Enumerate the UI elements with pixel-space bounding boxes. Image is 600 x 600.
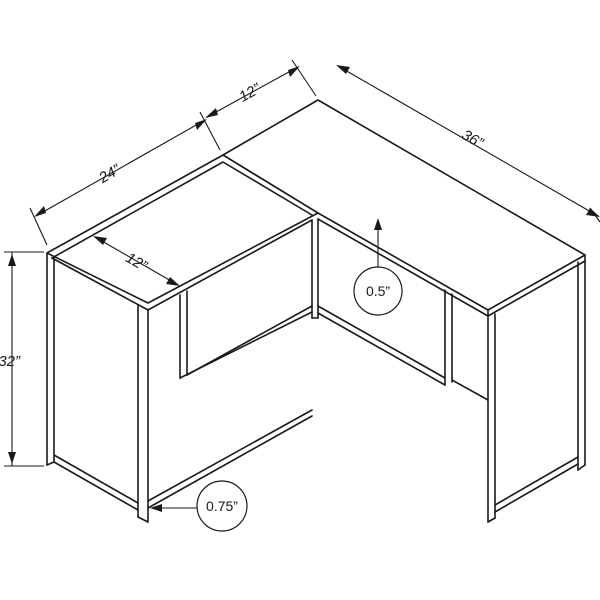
dimension-lines [4,59,600,512]
callout-circle-top-thickness [353,266,403,316]
dim-36-label: 36” [459,126,487,152]
dim-24-ext-left [29,207,48,246]
center-bottom-rail-left [147,409,313,502]
dim-075-arrow [150,504,162,512]
dim-32-arrow-top [8,254,16,266]
callout-circles [196,266,403,532]
dim-36-arrow-right [586,208,600,217]
callout-top-thickness-label: 0.5” [366,283,390,299]
dim-24-arrow-right [195,119,207,130]
dim-12-top-arrow-right [288,66,300,77]
leg-left-front-bottom [137,516,149,523]
right-wing-front-edge [487,260,586,317]
right-wing-front-lower [317,218,489,317]
dim-32-arrow-bottom [8,452,16,464]
left-bottom-rail-front2 [53,461,139,511]
dim-12-depth-arrow-bottom [166,277,180,286]
dim-12-depth-line [94,236,179,286]
dim-36-arrow-left [336,65,350,74]
dim-24-label: 24” [95,161,124,188]
right-mid-rail [317,305,446,379]
right-wing-top [222,99,586,311]
desk-frame [46,99,586,523]
right-bottom-rail-side [451,379,489,401]
callout-circle-leg-thickness [196,480,248,532]
left-wing-top [46,154,319,304]
dim-24-line [35,119,206,217]
dim-12-top-ext-right [291,59,317,97]
dim-24-ext-right [199,111,221,151]
leg-left-back-bottom [46,461,55,466]
dim-12-depth-label: 12” [123,249,151,275]
left-mid-rail2 [179,311,313,379]
dim-12-top-label: 12” [236,80,264,106]
left-wing-top-edge [51,161,313,259]
left-wing-front-edge-lower [147,219,313,311]
right-bottom-rail-front2 [494,463,579,513]
dim-05-arrow [374,218,382,230]
dim-32-label: 32” [0,353,21,370]
leg-right-back-bottom [577,464,586,471]
dim-12-top-arrow-left [205,108,218,118]
leg-right-front-bottom [487,517,496,523]
dim-36-line [337,65,599,217]
callout-leg-thickness-label: 0.75” [206,498,238,514]
left-bottom-rail-side [147,415,313,509]
dim-12-depth-arrow-top [93,236,107,245]
left-bottom-rail-front [53,454,139,504]
right-bottom-rail-front [494,456,579,506]
right-mid-rail2 [317,312,446,386]
dim-24-arrow-left [34,206,46,217]
dim-12-top-line [206,66,299,118]
left-wing-front-edge [51,257,149,311]
